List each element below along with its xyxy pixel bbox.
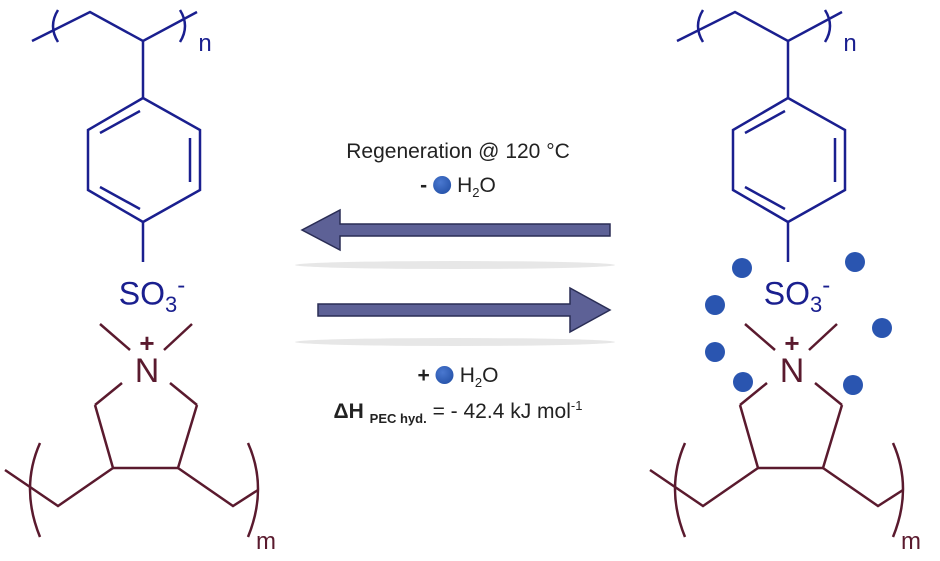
- water-dot-icon: [705, 295, 725, 315]
- repeat-m-label: m: [901, 528, 921, 555]
- repeat-n-label: n: [843, 30, 857, 57]
- water-dot-icon: [433, 176, 452, 194]
- water-dot-icon: [845, 252, 865, 272]
- nitrogen-label: N: [134, 352, 160, 390]
- water-dot-icon: [872, 318, 892, 338]
- repeat-n-label: n: [198, 30, 212, 57]
- water-dot-icon: [843, 375, 863, 395]
- arrow-shadow: [295, 261, 615, 269]
- reverse-arrow: [300, 208, 611, 252]
- forward-arrow: [317, 286, 612, 334]
- enthalpy-label: ΔH PEC hyd. = - 42.4 kJ mol-1: [333, 398, 583, 427]
- water-dot-icon: [705, 342, 725, 362]
- sulfonate-label: SO3-: [118, 272, 186, 318]
- regeneration-condition: Regeneration @ 120 °C: [346, 140, 570, 163]
- water-dot-icon: [733, 372, 753, 392]
- arrow-shadow: [295, 338, 615, 346]
- water-molecules: [705, 252, 892, 395]
- cation-charge: +: [139, 328, 155, 358]
- sulfonate-label: SO3-: [763, 272, 831, 318]
- water-dot-icon: [435, 366, 454, 384]
- water-removal-label: -H2O: [420, 174, 496, 201]
- water-addition-label: +H2O: [417, 364, 499, 391]
- water-dot-icon: [732, 258, 752, 278]
- nitrogen-label: N: [779, 352, 805, 390]
- cation-charge: +: [784, 328, 800, 358]
- repeat-m-label: m: [256, 528, 276, 555]
